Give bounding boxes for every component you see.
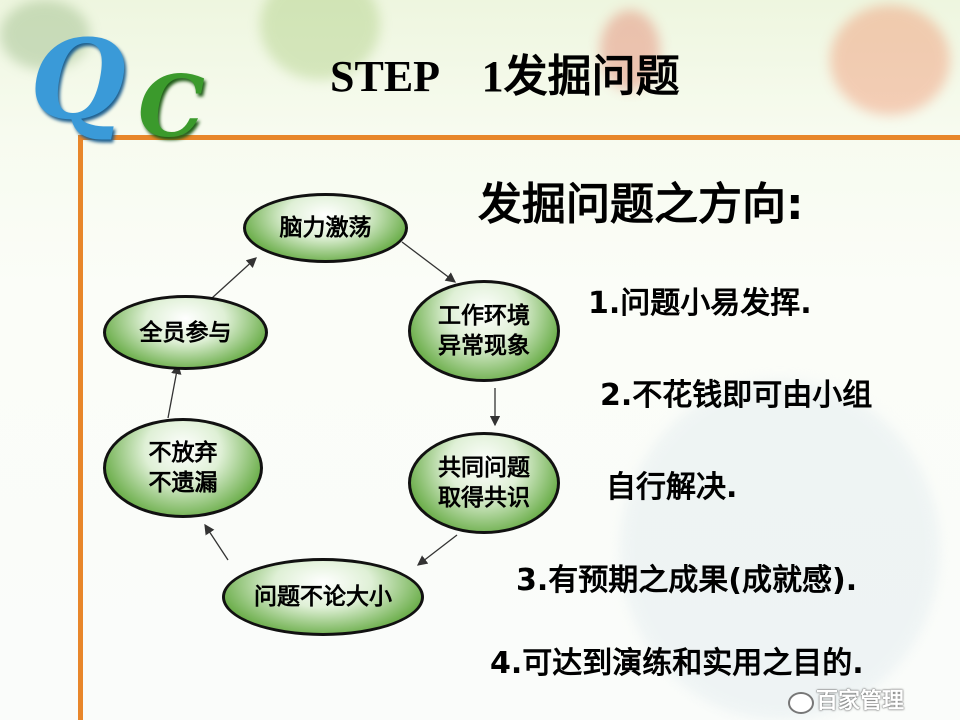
subtitle: 发掘问题之方向: xyxy=(478,179,804,230)
frame-line-left xyxy=(78,135,83,720)
watermark: 百家管理 xyxy=(816,689,905,714)
point-2-cont: 自行解决. xyxy=(606,470,738,505)
arrow xyxy=(401,241,457,283)
node-label: 异常现象 xyxy=(438,333,530,359)
frame-line-top xyxy=(78,135,960,140)
cycle-node-all-staff: 全员参与 xyxy=(103,295,268,370)
background-decoration xyxy=(600,10,660,90)
node-label: 工作环境 xyxy=(438,303,530,329)
node-label: 不放弃 xyxy=(148,440,218,466)
point-4: 4.可达到演练和实用之目的. xyxy=(490,646,864,681)
arrow xyxy=(416,534,458,566)
background-decoration xyxy=(0,0,90,70)
cycle-node-any-size: 问题不论大小 xyxy=(222,558,424,636)
node-label: 脑力激荡 xyxy=(279,215,372,241)
cycle-node-work-anomaly: 工作环境异常现象 xyxy=(408,280,560,382)
cycle-node-consensus: 共同问题取得共识 xyxy=(408,432,560,534)
node-label: 问题不论大小 xyxy=(254,584,392,610)
background-decoration xyxy=(620,380,940,720)
slide-title: STEP 1发掘问题 xyxy=(330,52,680,101)
arrow xyxy=(204,523,229,561)
cycle-node-brainstorm: 脑力激荡 xyxy=(243,193,408,263)
node-label: 取得共识 xyxy=(438,485,530,511)
arrow xyxy=(211,257,257,299)
arrow xyxy=(167,363,182,419)
point-1: 1.问题小易发挥. xyxy=(588,286,812,321)
node-label: 不遗漏 xyxy=(148,470,218,496)
node-label: 全员参与 xyxy=(139,319,232,346)
point-3: 3.有预期之成果(成就感). xyxy=(516,563,858,598)
cycle-node-no-give-up: 不放弃不遗漏 xyxy=(103,418,263,518)
node-label: 共同问题 xyxy=(438,455,530,481)
point-2: 2.不花钱即可由小组 xyxy=(600,378,873,413)
wechat-icon xyxy=(788,692,814,714)
background-decoration xyxy=(830,5,950,115)
